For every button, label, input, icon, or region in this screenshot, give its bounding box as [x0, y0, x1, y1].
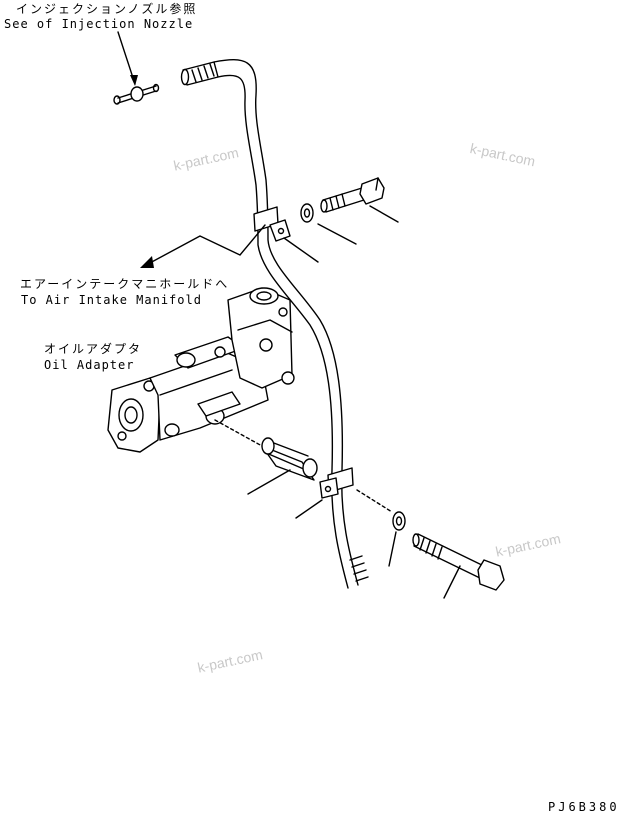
sleeve-dashed-axis — [214, 419, 263, 447]
lower-clamp — [319, 467, 354, 499]
injection-nozzle-label-en: See of Injection Nozzle — [4, 17, 194, 31]
injection-nozzle-fitting — [113, 83, 160, 105]
pipe-upper-end — [180, 61, 219, 86]
air-intake-arrowhead — [140, 256, 154, 268]
injection-nozzle-label-jp: インジェクションノズル参照 — [16, 2, 198, 16]
sleeve-cylinder — [261, 437, 318, 481]
lower-long-bolt — [412, 533, 505, 591]
air-intake-route-line — [147, 224, 266, 265]
lower-washer-leader — [388, 531, 397, 567]
nozzle-arrowhead — [130, 75, 138, 86]
washer-axis-line — [356, 489, 393, 513]
upper-washer — [300, 203, 314, 223]
upper-bolt — [320, 177, 385, 213]
clamp-leader-line — [283, 237, 319, 263]
lower-clamp-leader — [295, 499, 323, 519]
oil-pipe — [213, 59, 369, 589]
oil-adapter-label-jp: オイルアダプタ — [44, 342, 143, 356]
lower-washer — [392, 511, 406, 531]
washer-leader-line — [317, 223, 357, 245]
oil-adapter-label-en: Oil Adapter — [44, 358, 135, 372]
oil-adapter — [107, 287, 295, 453]
bolt-leader-line — [369, 205, 399, 223]
air-intake-label-jp: エアーインテークマニホールドへ — [20, 277, 230, 291]
upper-clamp — [253, 206, 291, 242]
drawing-code: PJ6B380 — [548, 800, 620, 814]
sleeve-leader-line — [247, 469, 291, 495]
air-intake-label-en: To Air Intake Manifold — [21, 293, 202, 307]
bolt-lower-leader — [443, 565, 461, 599]
